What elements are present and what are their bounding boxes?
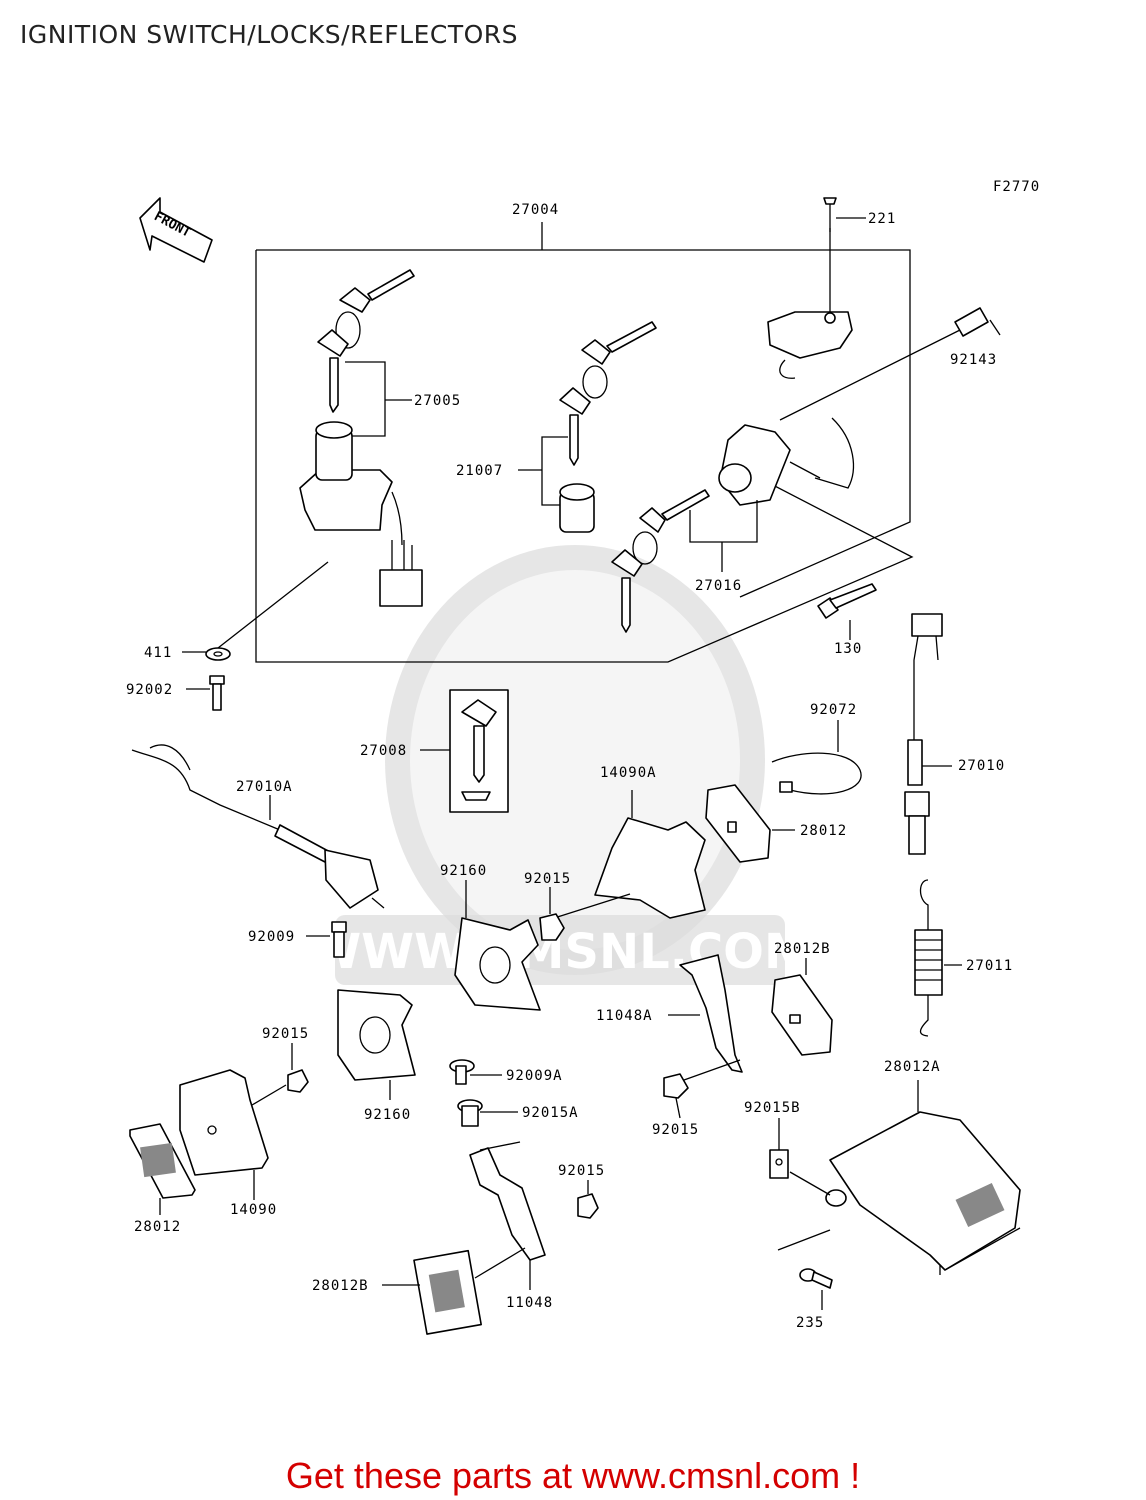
switch-27010 — [904, 613, 952, 855]
switch-bracket — [767, 197, 1001, 421]
nut-92015-lower — [577, 1180, 599, 1219]
label-235[interactable]: 235 — [796, 1315, 824, 1331]
label-92160-upper[interactable]: 92160 — [440, 863, 487, 879]
label-92009[interactable]: 92009 — [248, 929, 295, 945]
reflector-28012B-right — [771, 958, 833, 1056]
screw-235 — [777, 1229, 833, 1310]
footer-link[interactable]: Get these parts at www.cmsnl.com ! — [285, 1455, 861, 1496]
ignition-switch-27005 — [299, 269, 423, 607]
bracket-11048A — [668, 954, 743, 1073]
label-92015B[interactable]: 92015B — [744, 1100, 801, 1116]
plate-92015B — [769, 1118, 789, 1179]
reflector-28012B-lower — [382, 1247, 526, 1335]
label-411[interactable]: 411 — [144, 645, 172, 661]
label-92015-upper[interactable]: 92015 — [524, 871, 571, 887]
bracket-14090A — [547, 790, 706, 921]
label-28012A[interactable]: 28012A — [884, 1059, 941, 1075]
bolt-130 — [817, 583, 877, 640]
page-title: IGNITION SWITCH/LOCKS/REFLECTORS — [20, 20, 519, 49]
gasket-92160-upper — [454, 880, 541, 1011]
key-blank-27008 — [420, 689, 509, 813]
callout-labels: 27004 221 92143 27005 21007 27016 411 13… — [126, 202, 1013, 1331]
label-92015A[interactable]: 92015A — [522, 1105, 579, 1121]
seat-lock-21007 — [518, 321, 657, 533]
label-92009A[interactable]: 92009A — [506, 1068, 563, 1084]
kit-outline-27004 — [255, 222, 914, 663]
tail-light-28012A — [789, 1080, 1021, 1275]
label-28012B-lower[interactable]: 28012B — [312, 1278, 369, 1294]
label-27004[interactable]: 27004 — [512, 202, 559, 218]
label-28012B-right[interactable]: 28012B — [774, 941, 831, 957]
watermark: WWW.CMSNL.COM — [308, 545, 812, 985]
steering-lock-27016 — [611, 417, 854, 633]
label-27008[interactable]: 27008 — [360, 743, 407, 759]
reflector-28012-bottom — [129, 1123, 196, 1215]
label-28012-bottom[interactable]: 28012 — [134, 1219, 181, 1235]
label-14090[interactable]: 14090 — [230, 1202, 277, 1218]
collar-92015A — [457, 1099, 518, 1127]
gasket-92160-lower — [337, 989, 416, 1100]
label-92015-left[interactable]: 92015 — [262, 1026, 309, 1042]
label-28012-top[interactable]: 28012 — [800, 823, 847, 839]
screw-92009A — [449, 1059, 502, 1085]
label-27016[interactable]: 27016 — [695, 578, 742, 594]
bracket-14090 — [179, 1069, 269, 1200]
label-11048[interactable]: 11048 — [506, 1295, 553, 1311]
label-92015-middle[interactable]: 92015 — [652, 1122, 699, 1138]
label-92015-lower[interactable]: 92015 — [558, 1163, 605, 1179]
screw-92002 — [186, 675, 225, 711]
label-92143[interactable]: 92143 — [950, 352, 997, 368]
label-27011[interactable]: 27011 — [966, 958, 1013, 974]
label-92160-lower[interactable]: 92160 — [364, 1107, 411, 1123]
label-130[interactable]: 130 — [834, 641, 862, 657]
front-arrow-icon: FRONT — [139, 197, 213, 263]
washer-411 — [182, 561, 329, 661]
label-27010[interactable]: 27010 — [958, 758, 1005, 774]
label-27010A[interactable]: 27010A — [236, 779, 293, 795]
nut-92015-upper — [539, 887, 565, 941]
nut-92015-middle — [663, 1059, 741, 1119]
nut-92015-left — [251, 1043, 309, 1106]
label-92072[interactable]: 92072 — [810, 702, 857, 718]
switch-27010A — [131, 744, 385, 909]
label-11048A[interactable]: 11048A — [596, 1008, 653, 1024]
label-21007[interactable]: 21007 — [456, 463, 503, 479]
label-14090A[interactable]: 14090A — [600, 765, 657, 781]
spring-27011 — [914, 879, 962, 1037]
parts-diagram: WWW.CMSNL.COM F2770 FRONT — [126, 179, 1040, 1335]
cable-tie-92072 — [771, 720, 862, 795]
reflector-28012-top — [705, 784, 795, 863]
bracket-11048 — [469, 1141, 546, 1290]
figure-code: F2770 — [993, 179, 1040, 195]
bolt-92009 — [306, 921, 347, 958]
footer-banner: Get these parts at www.cmsnl.com ! — [0, 1455, 1146, 1497]
label-92002[interactable]: 92002 — [126, 682, 173, 698]
label-221[interactable]: 221 — [868, 211, 896, 227]
label-27005[interactable]: 27005 — [414, 393, 461, 409]
